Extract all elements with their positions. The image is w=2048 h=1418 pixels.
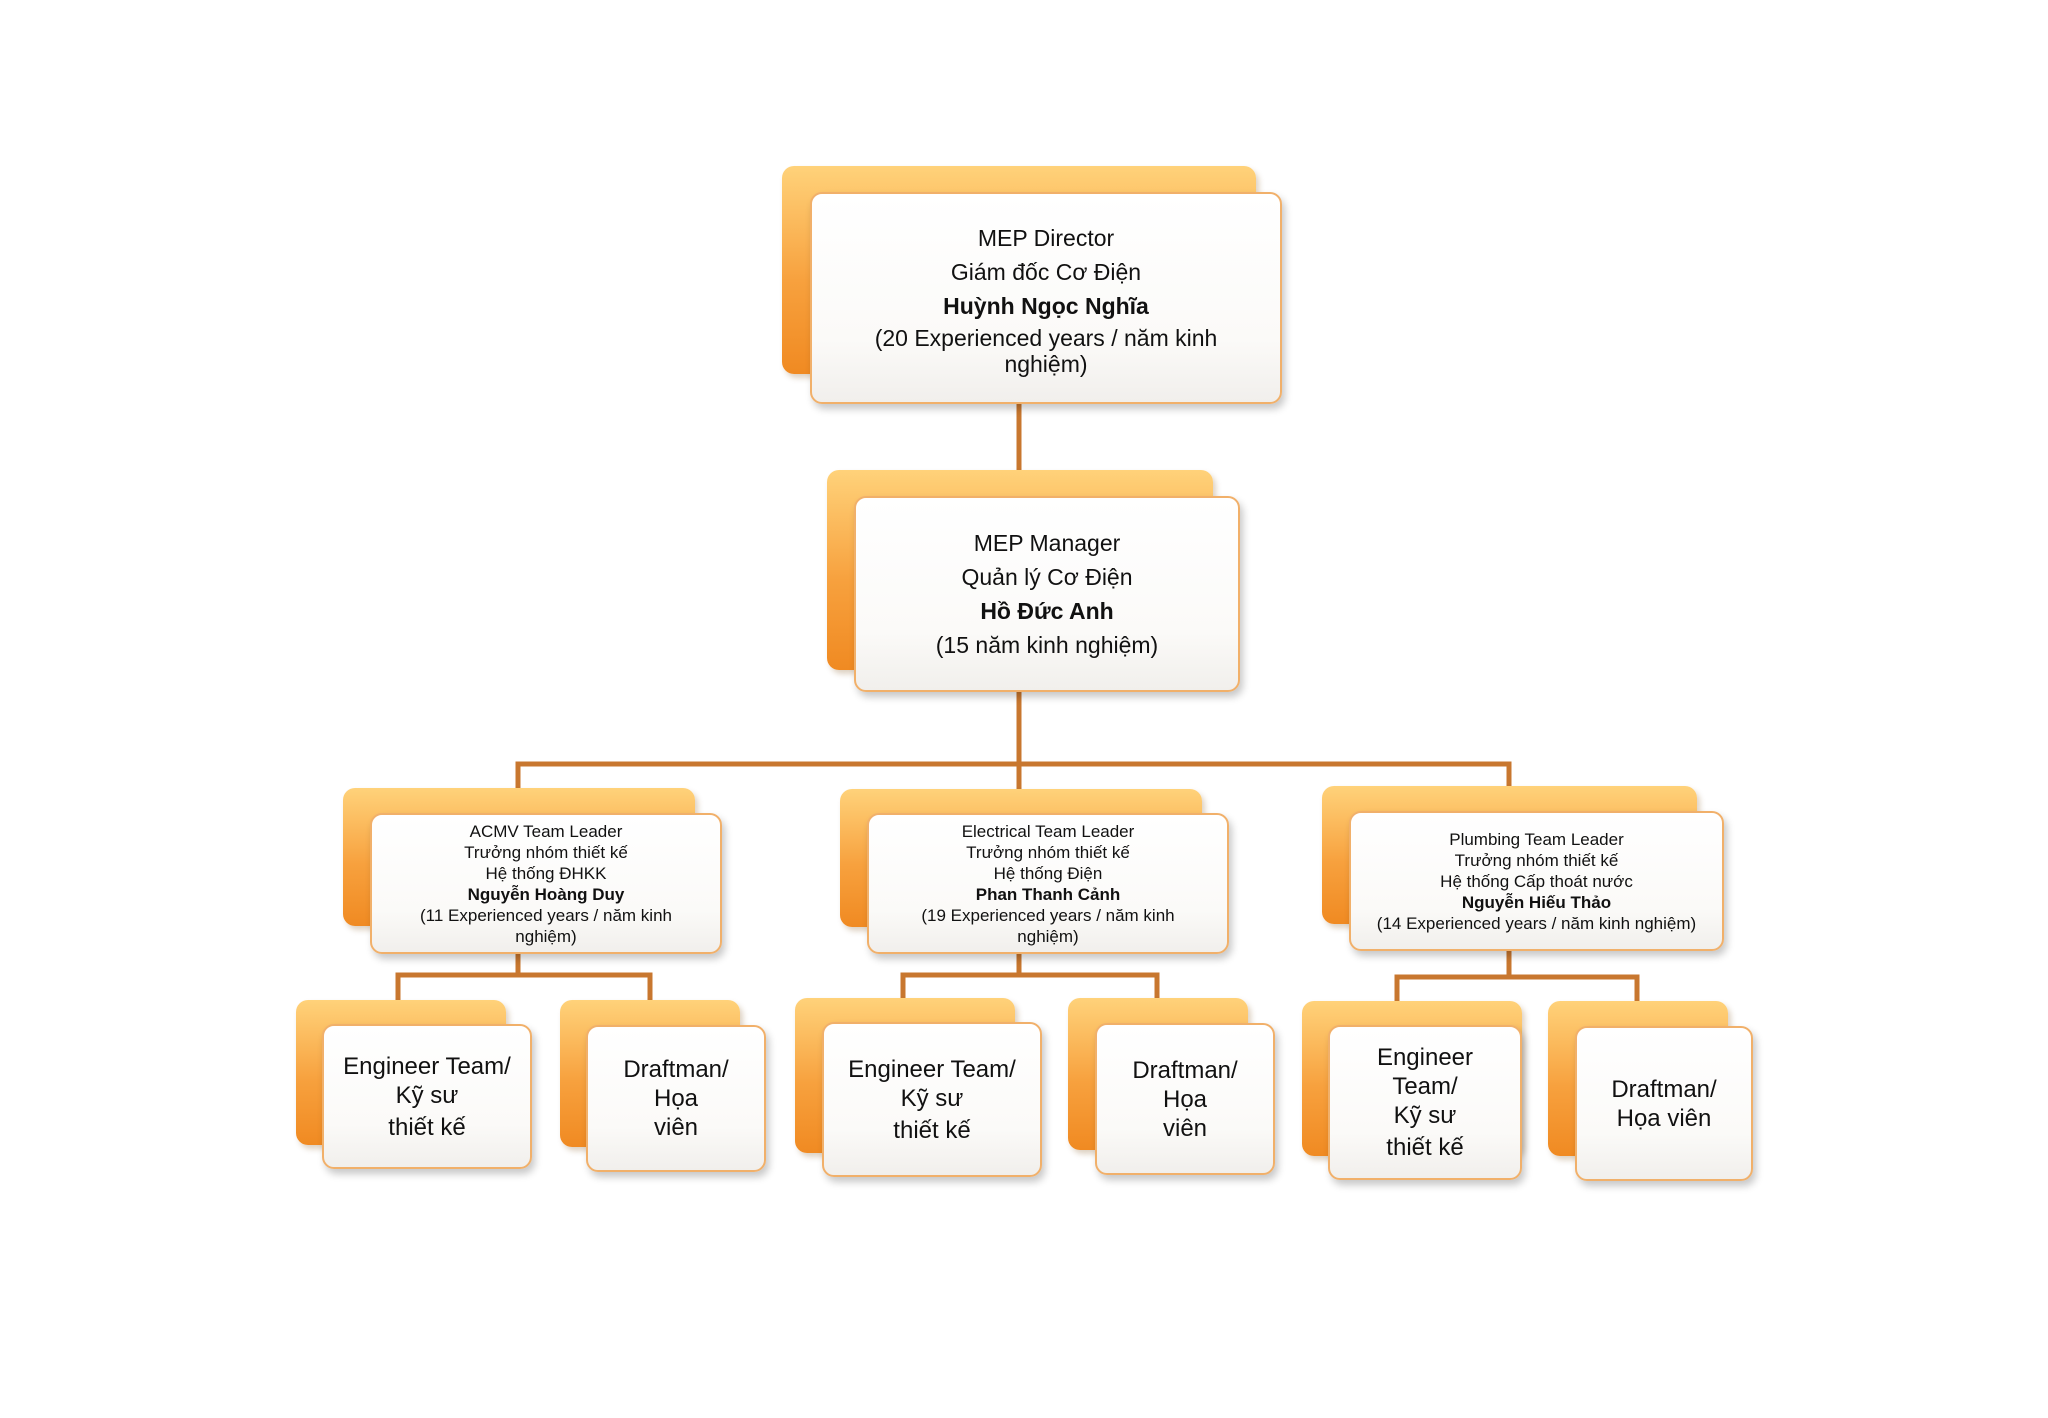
leader-plumbing-title: Plumbing Team Leader: [1449, 829, 1624, 849]
director-experience-line2: nghiệm): [1004, 351, 1088, 377]
electrical-engineer-line2: Kỹ sư: [900, 1084, 964, 1112]
leader-electrical-title: Electrical Team Leader: [961, 821, 1135, 841]
plumbing-draftman-line1: Draftman/: [1611, 1075, 1717, 1103]
leader-electrical-name: Phan Thanh Cảnh: [975, 884, 1121, 904]
electrical-draftman-card: Draftman/ Họa viên: [1095, 1023, 1275, 1175]
leader-plumbing-card: Plumbing Team Leader Trưởng nhóm thiết k…: [1349, 811, 1724, 951]
acmv-engineer-line1: Engineer Team/: [343, 1052, 511, 1080]
acmv-engineer-line3: thiết kế: [388, 1113, 466, 1141]
plumbing-draftman-line2: Họa viên: [1616, 1104, 1712, 1132]
director-title-vi: Giám đốc Cơ Điện: [950, 259, 1142, 285]
director-card: MEP Director Giám đốc Cơ Điện Huỳnh Ngọc…: [810, 192, 1282, 404]
leader-acmv-role: Trưởng nhóm thiết kế: [464, 842, 628, 862]
leader-electrical-experience-line1: (19 Experienced years / năm kinh: [921, 905, 1175, 925]
leader-plumbing-system: Hệ thống Cấp thoát nước: [1440, 871, 1633, 891]
leader-electrical-experience-line2: nghiệm): [1017, 926, 1079, 946]
leader-plumbing-name: Nguyễn Hiếu Thảo: [1461, 892, 1612, 912]
manager-title: MEP Manager: [973, 530, 1121, 556]
leader-acmv-system: Hệ thống ĐHKK: [485, 863, 607, 883]
electrical-draftman-line2: viên: [1162, 1114, 1208, 1142]
plumbing-draftman-card: Draftman/ Họa viên: [1575, 1026, 1753, 1181]
leader-electrical-card: Electrical Team Leader Trưởng nhóm thiết…: [867, 813, 1229, 954]
acmv-draftman-line2: viên: [653, 1114, 699, 1141]
leader-electrical-role: Trưởng nhóm thiết kế: [966, 842, 1130, 862]
plumbing-engineer-line3: thiết kế: [1386, 1134, 1464, 1161]
acmv-engineer-card: Engineer Team/ Kỹ sư thiết kế: [322, 1024, 532, 1169]
plumbing-engineer-line1: Engineer Team/: [1376, 1044, 1474, 1100]
manager-card: MEP Manager Quản lý Cơ Điện Hồ Đức Anh (…: [854, 496, 1240, 692]
leader-acmv-card: ACMV Team Leader Trưởng nhóm thiết kế Hệ…: [370, 813, 722, 954]
leader-acmv-title: ACMV Team Leader: [469, 821, 623, 841]
leader-plumbing-role: Trưởng nhóm thiết kế: [1454, 850, 1619, 870]
electrical-draftman-line1: Draftman/ Họa: [1132, 1056, 1238, 1113]
manager-name: Hồ Đức Anh: [980, 598, 1114, 624]
leader-electrical-system: Hệ thống Điện: [993, 863, 1103, 883]
electrical-engineer-line1: Engineer Team/: [848, 1055, 1016, 1083]
director-name: Huỳnh Ngọc Nghĩa: [943, 293, 1149, 319]
acmv-draftman-line1: Draftman/ Họa: [623, 1056, 729, 1112]
electrical-engineer-line3: thiết kế: [893, 1116, 971, 1144]
plumbing-engineer-card: Engineer Team/ Kỹ sư thiết kế: [1328, 1025, 1522, 1180]
director-experience-line1: (20 Experienced years / năm kinh: [874, 325, 1218, 351]
manager-experience: (15 năm kinh nghiệm): [935, 632, 1159, 658]
plumbing-engineer-line2: Kỹ sư: [1393, 1102, 1457, 1129]
leader-acmv-experience-line1: (11 Experienced years / năm kinh: [420, 905, 672, 925]
acmv-draftman-card: Draftman/ Họa viên: [586, 1025, 766, 1172]
electrical-engineer-card: Engineer Team/ Kỹ sư thiết kế: [822, 1022, 1042, 1177]
acmv-engineer-line2: Kỹ sư: [395, 1081, 459, 1109]
leader-acmv-experience-line2: nghiệm): [515, 926, 577, 946]
director-title: MEP Director: [977, 225, 1115, 251]
leader-plumbing-experience: (14 Experienced years / năm kinh nghiệm): [1376, 913, 1697, 933]
leader-acmv-name: Nguyễn Hoàng Duy: [467, 884, 625, 904]
manager-title-vi: Quản lý Cơ Điện: [961, 564, 1133, 590]
